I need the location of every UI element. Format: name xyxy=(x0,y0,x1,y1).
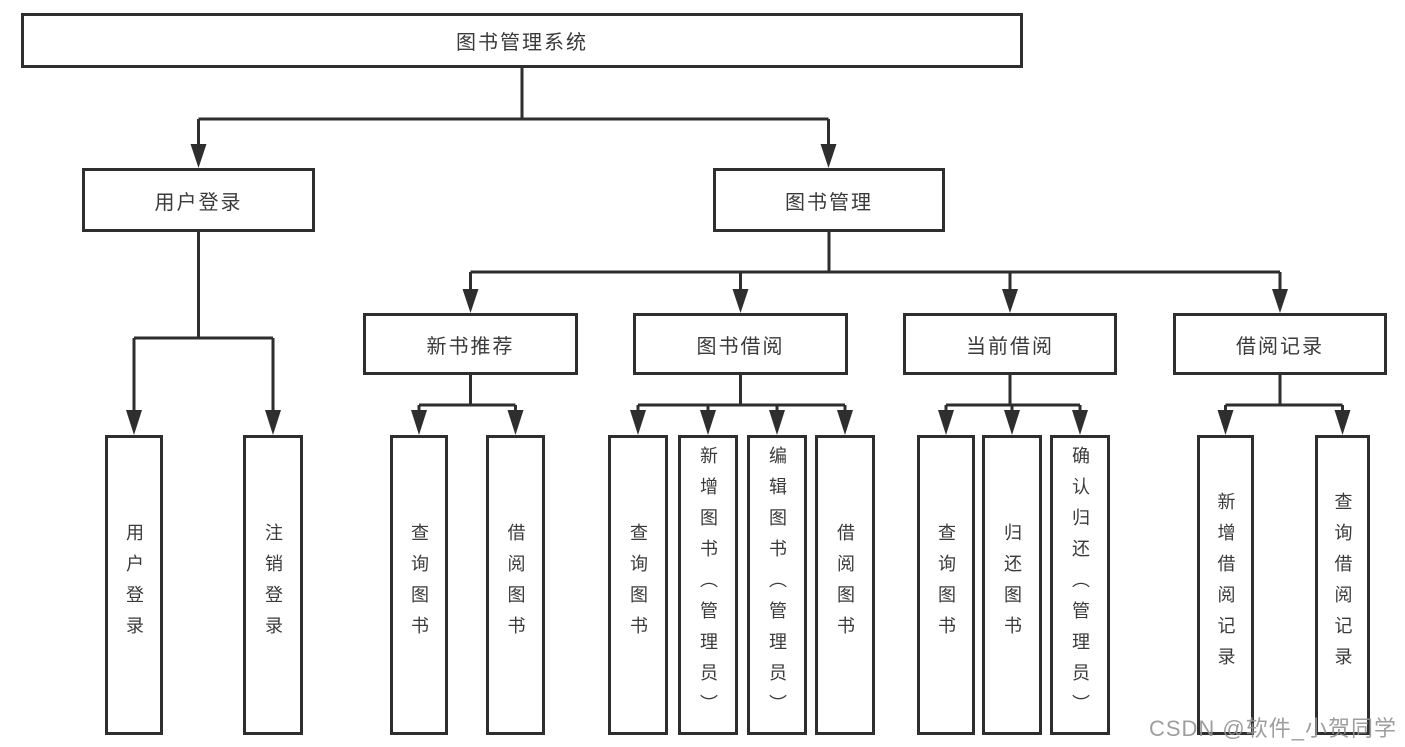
connector-paths xyxy=(132,68,1344,412)
leaf-br-query-record: 查询借阅记录 xyxy=(1315,435,1370,735)
leaf-br-query-record-label: 查询借阅记录 xyxy=(1332,492,1353,678)
node-user-login: 用户登录 xyxy=(82,168,315,232)
connector-arrowheads xyxy=(126,144,1351,435)
leaf-user-login-label: 用户登录 xyxy=(124,523,144,647)
leaf-logout-label: 注销登录 xyxy=(263,523,283,647)
node-current-borrow: 当前借阅 xyxy=(903,313,1117,375)
leaf-bb-edit-book-admin: 编辑图书（管理员） xyxy=(747,435,807,735)
node-book-borrow-label: 图书借阅 xyxy=(696,335,785,358)
node-borrow-record: 借阅记录 xyxy=(1173,313,1387,375)
node-borrow-record-label: 借阅记录 xyxy=(1236,335,1324,358)
leaf-bb-query-book: 查询图书 xyxy=(608,435,668,735)
leaf-nbr-query-book: 查询图书 xyxy=(390,435,448,735)
node-book-borrow: 图书借阅 xyxy=(633,313,848,375)
leaf-bb-add-book-admin-label: 新增图书（管理员） xyxy=(698,445,718,725)
node-user-login-label: 用户登录 xyxy=(154,191,243,214)
node-new-book-recommend: 新书推荐 xyxy=(363,313,578,375)
leaf-nbr-borrow-book-label: 借阅图书 xyxy=(505,523,526,647)
node-current-borrow-label: 当前借阅 xyxy=(966,335,1054,358)
leaf-cb-confirm-return-admin-label: 确认归还（管理员） xyxy=(1070,445,1090,725)
leaf-cb-return-book: 归还图书 xyxy=(982,435,1042,735)
leaf-bb-edit-book-admin-label: 编辑图书（管理员） xyxy=(767,445,787,725)
leaf-bb-query-book-label: 查询图书 xyxy=(628,523,648,647)
leaf-bb-borrow-book: 借阅图书 xyxy=(815,435,875,735)
leaf-cb-query-book-label: 查询图书 xyxy=(936,523,956,647)
leaf-user-login: 用户登录 xyxy=(105,435,163,735)
node-root: 图书管理系统 xyxy=(21,13,1023,68)
csdn-watermark: CSDN @软件_小贺同学 xyxy=(1148,716,1397,741)
leaf-br-add-record: 新增借阅记录 xyxy=(1197,435,1254,735)
node-book-management-label: 图书管理 xyxy=(785,191,873,214)
leaf-bb-borrow-book-label: 借阅图书 xyxy=(835,523,855,647)
node-book-management: 图书管理 xyxy=(713,168,945,232)
leaf-bb-add-book-admin: 新增图书（管理员） xyxy=(678,435,738,735)
leaf-logout: 注销登录 xyxy=(243,435,303,735)
leaf-nbr-query-book-label: 查询图书 xyxy=(409,523,429,647)
leaf-cb-confirm-return-admin: 确认归还（管理员） xyxy=(1050,435,1110,735)
leaf-cb-return-book-label: 归还图书 xyxy=(1002,523,1022,647)
leaf-br-add-record-label: 新增借阅记录 xyxy=(1215,492,1236,678)
leaf-cb-query-book: 查询图书 xyxy=(917,435,975,735)
leaf-nbr-borrow-book: 借阅图书 xyxy=(486,435,545,735)
node-root-label: 图书管理系统 xyxy=(456,32,588,54)
node-new-book-recommend-label: 新书推荐 xyxy=(426,335,515,358)
